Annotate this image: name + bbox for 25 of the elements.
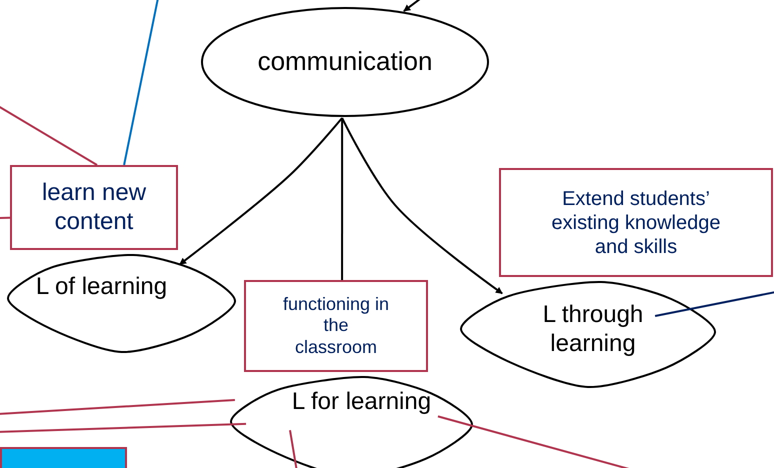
node-label: L of learning (36, 273, 168, 302)
arrow (179, 117, 343, 266)
leader-line (289, 430, 298, 468)
ellipse-node (200, 6, 490, 118)
callout-text: Extend students’ existing knowledge and skills (550, 186, 722, 258)
leader-line (0, 216, 10, 219)
callout-box (244, 280, 428, 372)
leader-line (123, 0, 159, 166)
node-label: L through learning (542, 300, 644, 358)
callout-box (10, 165, 178, 250)
empty-box (0, 447, 127, 468)
callout-box (499, 168, 773, 277)
node-label: communication (258, 46, 432, 78)
leader-line (0, 422, 246, 433)
leader-line (0, 105, 98, 166)
leader-line (654, 291, 774, 317)
leader-line (0, 398, 235, 415)
arrow (341, 118, 503, 294)
rounded-shape (228, 374, 475, 468)
callout-text: functioning in the classroom (282, 294, 390, 358)
node-label: L for learning (292, 388, 432, 416)
connector-line (341, 118, 344, 280)
rounded-shape (5, 252, 238, 355)
rounded-shape (458, 279, 718, 390)
callout-text: learn new content (40, 178, 148, 236)
